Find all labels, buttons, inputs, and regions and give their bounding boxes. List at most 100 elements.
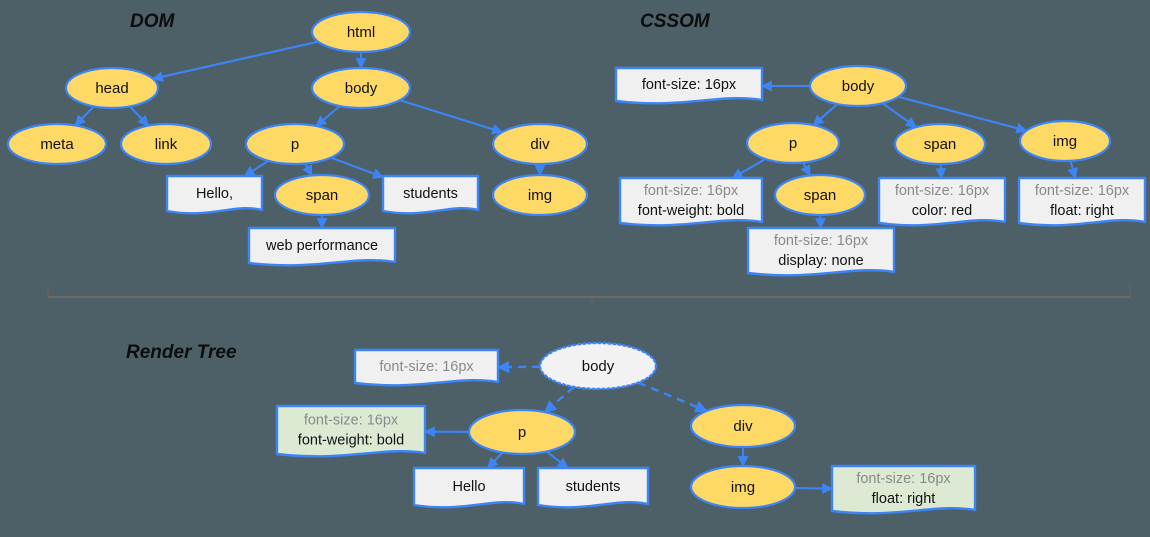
edges-layer <box>74 40 1078 494</box>
node-label-webperf: web performance <box>265 238 378 254</box>
node-r-body[interactable]: body <box>538 341 658 391</box>
node-c-body[interactable]: body <box>808 64 908 108</box>
node-p[interactable]: p <box>244 122 346 166</box>
node-line-r-rule-p-1: font-weight: bold <box>298 432 404 448</box>
edge-c-span1-to-c-rule-span1 <box>935 163 947 180</box>
node-shape-r-div <box>689 403 797 449</box>
node-shape-meta <box>6 122 108 166</box>
node-shape-span <box>273 173 371 217</box>
node-c-span2[interactable]: span <box>773 173 867 217</box>
node-shape-r-hello <box>412 466 526 509</box>
node-label-c-img: img <box>1053 133 1077 150</box>
edge-html-to-head <box>151 40 319 82</box>
node-line-c-rule-span2-0: font-size: 16px <box>774 233 869 249</box>
node-line-c-rule-p-1: font-weight: bold <box>638 203 744 219</box>
edge-body-to-p <box>315 105 341 127</box>
node-c-rule-span2[interactable]: font-size: 16px display: none <box>746 226 896 277</box>
node-shape-c-span1 <box>893 122 987 166</box>
node-shape-r-students <box>536 466 650 509</box>
node-label-r-img: img <box>731 479 755 496</box>
node-label-div: div <box>530 136 550 153</box>
node-shape-r-rule-img <box>830 464 977 515</box>
edge-c-p-to-c-rule-p <box>731 158 766 179</box>
node-shape-div <box>491 122 589 166</box>
edge-r-p-to-r-hello <box>487 451 504 469</box>
node-r-rule-body[interactable]: font-size: 16px <box>353 348 500 387</box>
node-shape-r-rule-body <box>353 348 500 387</box>
node-shape-c-span2 <box>773 173 867 217</box>
edge-c-body-to-c-span1 <box>881 102 917 128</box>
node-r-hello[interactable]: Hello <box>412 466 526 509</box>
node-shape-c-rule-body <box>614 66 764 105</box>
node-span[interactable]: span <box>273 173 371 217</box>
edge-c-img-to-c-rule-img <box>1067 160 1078 180</box>
edge-p-to-span <box>302 163 313 177</box>
node-shape-c-p <box>745 121 841 165</box>
node-meta[interactable]: meta <box>6 122 108 166</box>
node-line-r-rule-img-0: font-size: 16px <box>856 471 951 487</box>
node-label-link: link <box>155 136 178 153</box>
edge-c-body-to-c-p <box>812 103 839 126</box>
node-line-r-rule-img-1: float: right <box>872 491 936 507</box>
node-label-c-body: body <box>842 78 875 95</box>
section-divider <box>47 285 1131 305</box>
node-shape-html <box>310 10 412 54</box>
node-shape-c-body <box>808 64 908 108</box>
edge-r-body-to-r-rule-body <box>496 360 541 374</box>
edge-head-to-link <box>129 105 150 127</box>
node-shape-head <box>64 66 160 110</box>
node-label-students: students <box>403 186 458 202</box>
node-label-html: html <box>347 24 375 41</box>
node-label-img: img <box>528 187 552 204</box>
node-head[interactable]: head <box>64 66 160 110</box>
edge-c-p-to-c-span2 <box>800 162 811 177</box>
node-shape-c-img <box>1018 119 1112 163</box>
node-line-c-rule-body-0: font-size: 16px <box>642 77 737 93</box>
node-shape-r-rule-p <box>275 404 427 458</box>
section-title-dom: DOM <box>130 11 176 32</box>
node-label-hello: Hello, <box>196 186 233 202</box>
node-shape-hello <box>165 174 264 215</box>
node-label-c-span1: span <box>924 136 957 153</box>
node-label-r-div: div <box>733 418 753 435</box>
node-shape-body <box>310 66 412 110</box>
node-label-p: p <box>291 136 299 153</box>
node-img[interactable]: img <box>491 173 589 217</box>
node-c-span1[interactable]: span <box>893 122 987 166</box>
node-hello[interactable]: Hello, <box>165 174 264 215</box>
node-label-head: head <box>95 80 128 97</box>
node-r-div[interactable]: div <box>689 403 797 449</box>
node-r-p[interactable]: p <box>467 408 577 456</box>
node-label-r-body: body <box>582 358 615 375</box>
node-line-c-rule-span1-0: font-size: 16px <box>895 183 990 199</box>
node-link[interactable]: link <box>119 122 213 166</box>
edge-body-to-div <box>399 99 504 135</box>
node-shape-c-rule-span2 <box>746 226 896 277</box>
node-r-students[interactable]: students <box>536 466 650 509</box>
node-shape-r-p <box>467 408 577 456</box>
node-c-p[interactable]: p <box>745 121 841 165</box>
node-shape-img <box>491 173 589 217</box>
node-shape-r-body <box>538 341 658 391</box>
node-r-img[interactable]: img <box>689 464 797 510</box>
node-c-img[interactable]: img <box>1018 119 1112 163</box>
node-webperf[interactable]: web performance <box>247 226 397 267</box>
node-line-c-rule-span2-1: display: none <box>778 253 863 269</box>
node-c-rule-body[interactable]: font-size: 16px <box>614 66 764 105</box>
edge-p-to-students <box>330 156 385 179</box>
node-line-c-rule-img-0: font-size: 16px <box>1035 183 1130 199</box>
node-label-body: body <box>345 80 378 97</box>
node-html[interactable]: html <box>310 10 412 54</box>
node-label-c-p: p <box>789 135 797 152</box>
node-body[interactable]: body <box>310 66 412 110</box>
node-students[interactable]: students <box>381 174 480 215</box>
node-label-r-students: students <box>566 479 621 495</box>
node-r-rule-img[interactable]: font-size: 16px float: right <box>830 464 977 515</box>
node-div[interactable]: div <box>491 122 589 166</box>
